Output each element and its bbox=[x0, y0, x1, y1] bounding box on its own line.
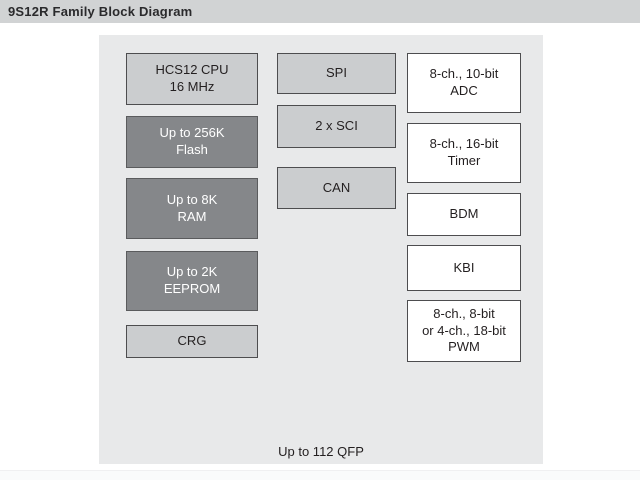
block-can: CAN bbox=[277, 167, 396, 209]
block-bdm: BDM bbox=[407, 193, 521, 236]
block-adc: 8-ch., 10-bit ADC bbox=[407, 53, 521, 113]
block-sci: 2 x SCI bbox=[277, 105, 396, 148]
block-eeprom: Up to 2K EEPROM bbox=[126, 251, 258, 311]
block-pwm: 8-ch., 8-bit or 4-ch., 18-bit PWM bbox=[407, 300, 521, 362]
block-ram: Up to 8K RAM bbox=[126, 178, 258, 239]
block-flash: Up to 256K Flash bbox=[126, 116, 258, 168]
package-caption: Up to 112 QFP bbox=[278, 444, 364, 459]
page-title: 9S12R Family Block Diagram bbox=[8, 4, 193, 19]
title-bar: 9S12R Family Block Diagram bbox=[0, 0, 640, 23]
block-spi: SPI bbox=[277, 53, 396, 94]
diagram-panel: HCS12 CPU 16 MHz Up to 256K Flash Up to … bbox=[99, 35, 543, 464]
block-timer: 8-ch., 16-bit Timer bbox=[407, 123, 521, 183]
block-kbi: KBI bbox=[407, 245, 521, 291]
footer-strip bbox=[0, 470, 640, 480]
block-crg: CRG bbox=[126, 325, 258, 358]
block-hcs12-cpu: HCS12 CPU 16 MHz bbox=[126, 53, 258, 105]
